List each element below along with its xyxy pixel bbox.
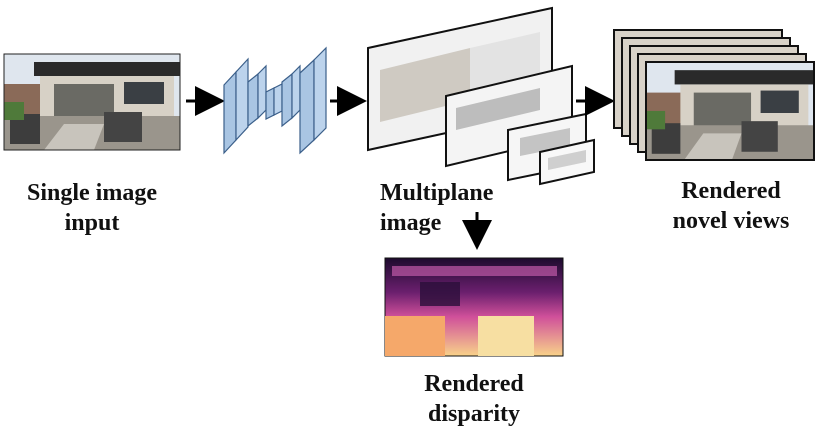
views-label-line1: Rendered <box>681 178 781 204</box>
views-label-line2: novel views <box>672 208 790 234</box>
mpi-label-line2: image <box>380 210 442 236</box>
input-image <box>3 53 181 151</box>
mpi-label: Multiplane image <box>380 178 540 238</box>
multiplane-image <box>367 6 595 186</box>
disparity-map <box>384 257 564 357</box>
input-label-line1: Single image <box>27 180 157 206</box>
views-label: Rendered novel views <box>646 176 816 236</box>
disparity-label-line1: Rendered <box>424 371 524 397</box>
input-label: Single image input <box>6 178 178 238</box>
disparity-label-line2: disparity <box>427 401 520 427</box>
encoder-decoder-network-icon <box>223 46 327 155</box>
novel-views-stack <box>613 29 815 161</box>
mpi-label-line1: Multiplane <box>380 180 494 206</box>
disparity-label: Rendered disparity <box>385 369 563 429</box>
input-label-line2: input <box>64 210 120 236</box>
